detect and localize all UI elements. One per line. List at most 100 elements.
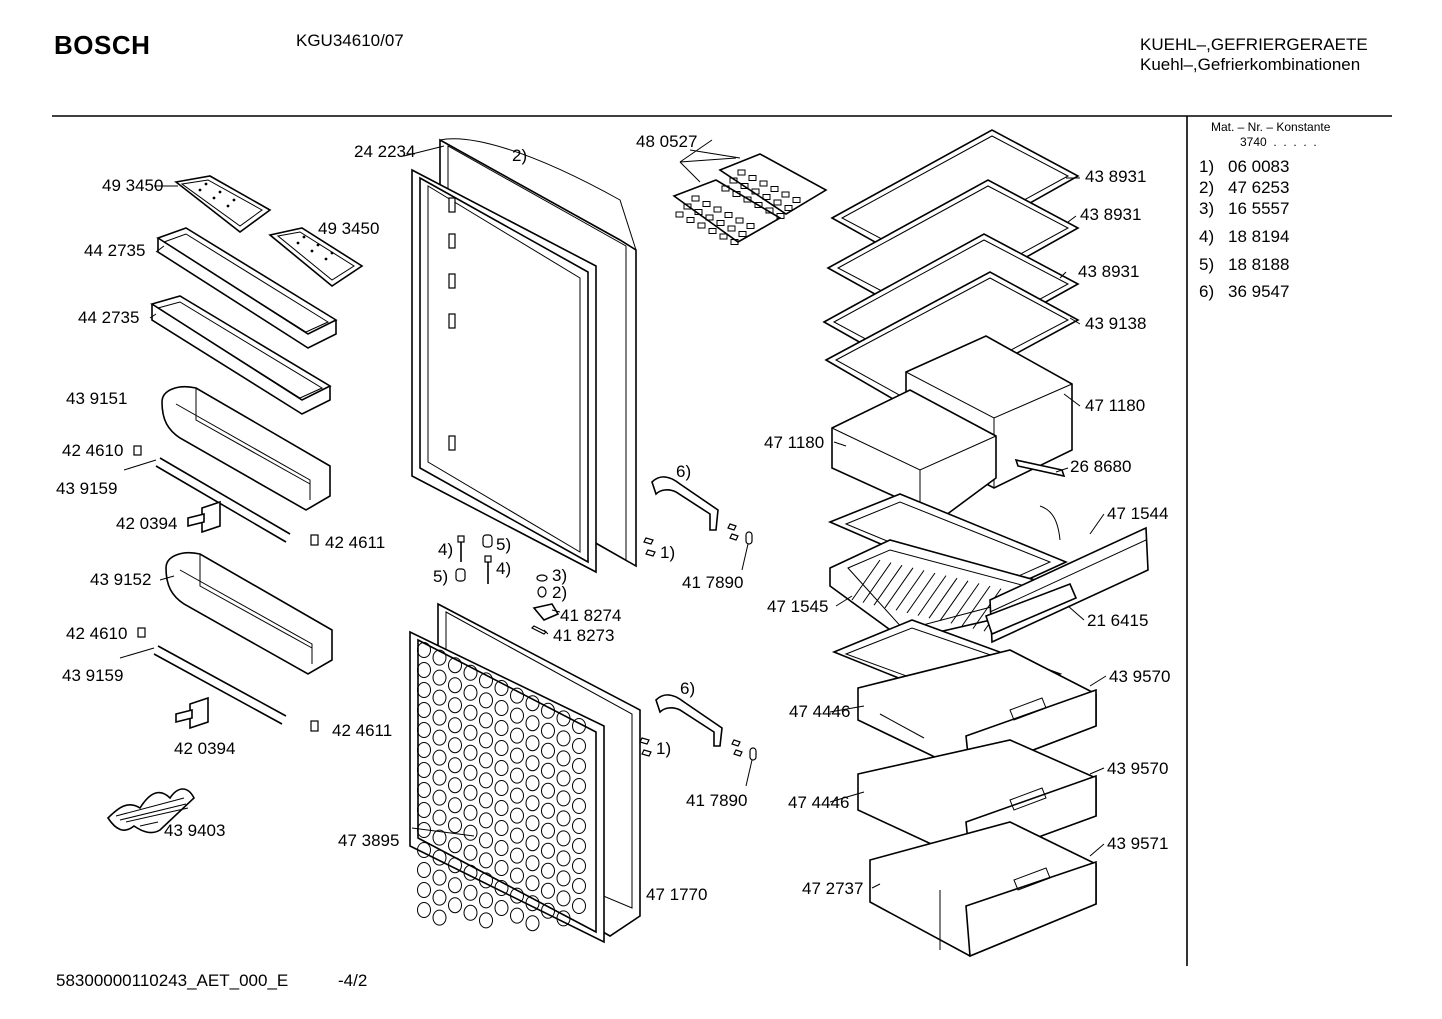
note-ref: 3) — [1199, 199, 1215, 218]
model-number: KGU34610/07 — [296, 31, 404, 50]
cap-5-upper — [482, 534, 493, 548]
part-label: 42 4610 — [62, 441, 124, 460]
note-value: 06 0083 — [1228, 157, 1290, 176]
part-label: 42 0394 — [116, 514, 178, 533]
page-number: -4/2 — [338, 971, 368, 990]
part-label: 43 9571 — [1107, 834, 1169, 853]
note-value: 18 8194 — [1228, 227, 1290, 246]
fridge-door-gasket — [411, 168, 597, 574]
clip-424611-upper — [310, 534, 319, 546]
washer-3 — [536, 574, 548, 582]
clip-424610-lower — [137, 627, 146, 638]
part-label: 42 4611 — [332, 721, 393, 740]
screw-4-lower — [484, 555, 492, 584]
part-label: 26 8680 — [1070, 457, 1132, 476]
part-label: 43 9159 — [56, 479, 118, 498]
part-label: 41 8273 — [553, 626, 615, 645]
bracket-420394-lower — [175, 696, 209, 730]
cap-5-lower — [455, 568, 466, 582]
part-label: 43 9151 — [66, 389, 128, 408]
category-subtitle: Kuehl–,Gefrierkombinationen — [1140, 55, 1361, 74]
egg-tray-middle — [268, 227, 364, 287]
door-shelf-upper — [156, 227, 338, 349]
part-label: 24 2234 — [354, 142, 416, 161]
part-label: 41 8274 — [560, 606, 622, 625]
part-label: 47 1180 — [1085, 396, 1146, 415]
pin-418273 — [530, 625, 548, 635]
note-ref: 6) — [676, 462, 692, 481]
part-label: 43 9159 — [62, 666, 124, 685]
note-ref: 5) — [1199, 255, 1215, 274]
part-label: 42 0394 — [174, 739, 236, 758]
part-label: 41 7890 — [682, 573, 744, 592]
part-label: 49 3450 — [102, 176, 164, 195]
part-label: 47 1770 — [646, 885, 708, 904]
part-label: 47 1544 — [1107, 504, 1169, 523]
note-ref: 4) — [438, 540, 454, 559]
hinge-screws-lower — [639, 737, 652, 757]
part-label: 49 3450 — [318, 219, 380, 238]
divider-268680 — [1014, 458, 1066, 478]
door-shelf-lower — [150, 295, 332, 415]
bottle-shelf-lower — [165, 552, 333, 675]
handle-screws-upper — [727, 523, 753, 571]
bottle-shelf-upper — [161, 386, 331, 511]
part-label: 43 9152 — [90, 570, 152, 589]
part-label: 43 9403 — [164, 821, 226, 840]
note-ref: 1) — [1199, 157, 1215, 176]
note-ref: 2) — [512, 146, 528, 165]
note-value: 16 5557 — [1228, 199, 1290, 218]
part-label: 43 9570 — [1107, 759, 1169, 778]
retaining-rod-lower — [119, 645, 287, 725]
part-label: 43 8931 — [1080, 205, 1142, 224]
part-label: 21 6415 — [1087, 611, 1149, 630]
note-ref: 6) — [1199, 282, 1215, 301]
door-handle-upper — [651, 476, 719, 531]
part-label: 47 4446 — [788, 793, 850, 812]
part-label: 47 4446 — [789, 702, 851, 721]
part-label: 47 1545 — [767, 597, 829, 616]
note-ref: 3) — [552, 566, 568, 585]
part-label: 43 8931 — [1085, 167, 1147, 186]
plate-216415 — [984, 582, 1078, 636]
note-value: 47 6253 — [1228, 178, 1290, 197]
bracket-420394-upper — [187, 500, 221, 534]
part-label: 42 4610 — [66, 624, 128, 643]
note-ref: 1) — [660, 543, 676, 562]
note-ref: 4) — [1199, 227, 1215, 246]
category-title: KUEHL–,GEFRIERGERAETE — [1140, 35, 1368, 54]
part-label: 47 3895 — [338, 831, 400, 850]
ice-cube-trays — [672, 153, 828, 245]
leader-lines — [139, 139, 1107, 889]
hinge-418274 — [532, 603, 560, 621]
clip-424610-upper — [133, 445, 142, 456]
brand-logo: BOSCH — [54, 30, 151, 60]
part-label: 48 0527 — [636, 132, 698, 151]
part-label: 43 9138 — [1085, 314, 1147, 333]
note-ref: 2) — [552, 583, 568, 602]
freezer-drawer-bottom — [869, 821, 1097, 958]
egg-tray-top — [174, 175, 272, 234]
washer-2 — [537, 586, 547, 598]
note-value: 36 9547 — [1228, 282, 1290, 301]
note-ref: 5) — [496, 535, 512, 554]
note-ref: 5) — [433, 567, 449, 586]
note-ref: 2) — [1199, 178, 1215, 197]
door-handle-lower — [655, 694, 723, 747]
bottle-rack — [106, 788, 195, 834]
note-ref: 1) — [656, 739, 672, 758]
part-label: 44 2735 — [84, 241, 146, 260]
part-label: 44 2735 — [78, 308, 140, 327]
handle-screws-lower — [731, 739, 757, 787]
part-label: 43 9570 — [1109, 667, 1171, 686]
part-label: 42 4611 — [325, 533, 386, 552]
part-label: 47 1180 — [764, 433, 825, 452]
hinge-screws-upper — [643, 537, 656, 557]
part-label: 41 7890 — [686, 791, 748, 810]
part-label: 47 2737 — [802, 879, 864, 898]
note-value: 18 8188 — [1228, 255, 1290, 274]
screw-4-upper — [457, 535, 465, 562]
freezer-bin-front — [831, 389, 997, 519]
